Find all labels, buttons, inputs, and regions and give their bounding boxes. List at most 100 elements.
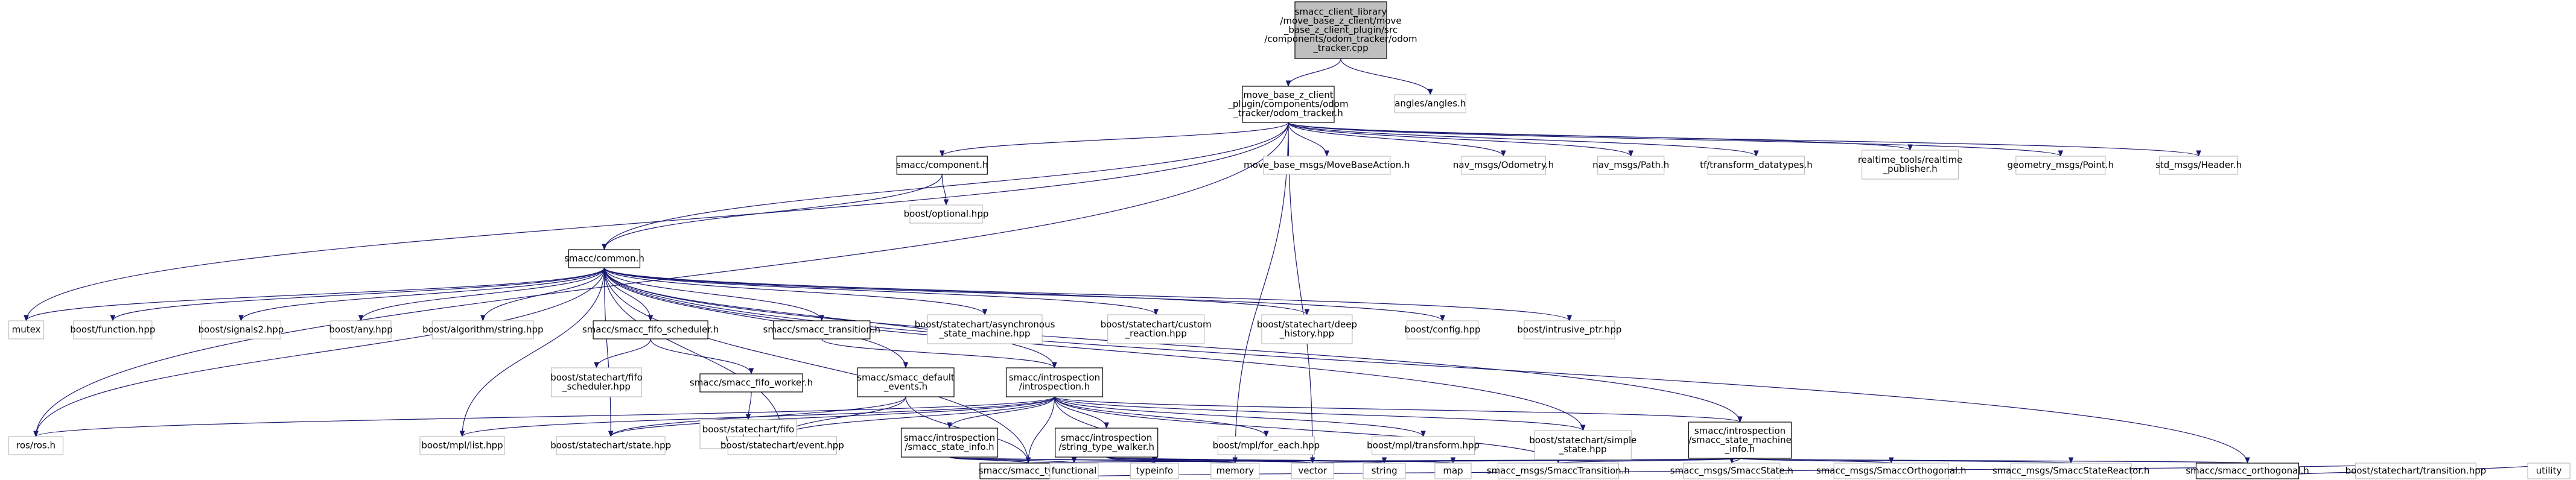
node-smacc_orthogonal_h[interactable]: smacc/smacc_orthogonal.h (2186, 463, 2309, 479)
edge-smacc_common_h-to-boost_any (358, 267, 605, 322)
edge-odom_tracker_h-to-memory (1232, 122, 1289, 464)
node-label-line: smacc/smacc_default (857, 372, 955, 384)
node-statechart_state: boost/statechart/state.hpp (550, 436, 671, 455)
edge-odom_tracker_h-to-smacc_component_h (940, 122, 1289, 157)
node-label-line: realtime_tools/realtime (1858, 154, 1962, 166)
node-box (1683, 463, 1781, 479)
node-nav_path_h: nav_msgs/Path.h (1592, 156, 1669, 175)
node-smacc_common_h[interactable]: smacc/common.h (564, 249, 644, 268)
node-box (1291, 463, 1334, 479)
node-label-line: smacc/smacc_transition.h (763, 324, 881, 336)
node-label-line: _history.hpp (1279, 328, 1334, 339)
node-geometry_point_h: geometry_msgs/Point.h (2008, 156, 2114, 175)
edge-odom_tracker_h-to-nav_path_h (1288, 122, 1633, 157)
node-odom_tracker_h[interactable]: move_base_z_client_plugin/components/odo… (1227, 86, 1349, 123)
node-state_info_h[interactable]: smacc/introspection/smacc_state_info.h (900, 428, 999, 458)
node-label-line: boost/statechart/deep (1257, 319, 1357, 330)
node-label-line: _state.hpp (1559, 444, 1607, 455)
node-box (73, 320, 153, 339)
node-functional: functional (1049, 463, 1099, 479)
edge-smacc_common_h-to-mpl_list (459, 267, 605, 438)
node-label-line: smacc/introspection (904, 432, 995, 443)
edge-introspection_h-to-mpl_transform (1054, 396, 1426, 438)
node-label-line: /smacc_state_machine (1688, 435, 1792, 446)
node-smacc_transition_h[interactable]: smacc/smacc_transition.h (763, 320, 881, 339)
edge-smacc_component_h-to-smacc_common_h (602, 174, 943, 251)
node-box (1862, 150, 1959, 180)
node-statechart_fifo_scheduler: boost/statechart/fifo_scheduler.hpp (550, 367, 643, 397)
node-introspection_h[interactable]: smacc/introspection/introspection.h (1005, 367, 1104, 397)
node-label-line: boost/statechart/transition.hpp (2345, 466, 2486, 476)
node-box (857, 367, 955, 397)
node-box (1294, 1, 1387, 59)
nodes-layer: smacc_client_library/move_base_z_client/… (8, 1, 2571, 479)
node-label-line: tf/transform_datatypes.h (1700, 160, 1813, 171)
node-label-line: smacc/introspection (1061, 432, 1152, 443)
node-box (1363, 463, 1406, 479)
node-fifo_worker_h[interactable]: smacc/smacc_fifo_worker.h (690, 373, 813, 393)
node-box (8, 320, 45, 339)
node-mpl_transform: boost/mpl/transform.hpp (1367, 436, 1480, 455)
node-realtime_pub_h: realtime_tools/realtime_publisher.h (1858, 150, 1962, 180)
node-label-line: boost/statechart/fifo (702, 424, 795, 435)
node-box (550, 367, 643, 397)
node-label-line: _scheduler.hpp (562, 381, 631, 393)
node-label-line: boost/signals2.hpp (199, 324, 284, 335)
node-label-line: nav_msgs/Path.h (1592, 160, 1669, 171)
node-label-line: _base_z_client_plugin/src (1283, 25, 1398, 36)
node-label-line: boost/optional.hpp (904, 209, 989, 219)
node-smacc_component_h[interactable]: smacc/component.h (896, 156, 988, 175)
node-label-line: _info.h (1725, 444, 1755, 455)
node-string_type_walker_h[interactable]: smacc/introspection/string_type_walker.h (1055, 428, 1159, 458)
node-box (1434, 463, 1472, 479)
node-box (1005, 367, 1104, 397)
edge-root-to-angles_h (1340, 58, 1433, 96)
node-label-line: boost/statechart/state.hpp (550, 440, 671, 451)
edge-smacc_common_h-to-fifo_scheduler_h (603, 267, 654, 322)
node-box (330, 320, 392, 339)
node-vector: vector (1291, 463, 1334, 479)
edge-smacc_common_h-to-async_sm (603, 267, 988, 316)
node-box (1242, 86, 1335, 123)
node-label-line: boost/statechart/event.hpp (720, 440, 844, 451)
edge-odom_tracker_h-to-mbf_action_h (1288, 122, 1330, 157)
node-label-line: boost/algorithm/string.hpp (422, 324, 543, 335)
edge-smacc_common_h-to-statechart_event (603, 267, 785, 438)
node-nav_odometry_h: nav_msgs/Odometry.h (1453, 156, 1554, 175)
node-label-line: _events.h (883, 381, 927, 393)
edge-odom_tracker_h-to-mutex (24, 122, 1289, 322)
node-mbf_action_h: move_base_msgs/MoveBaseAction.h (1244, 156, 1410, 175)
node-label-line: boost/mpl/for_each.hpp (1213, 440, 1320, 452)
edge-smacc_transition_h-to-introspection_h (821, 338, 1057, 369)
node-label-line: typeinfo (1136, 466, 1174, 476)
node-root: smacc_client_library/move_base_z_client/… (1264, 1, 1417, 59)
edge-introspection_h-to-mpl_list (459, 396, 1055, 438)
node-label-line: ros/ros.h (16, 440, 56, 451)
edge-smacc_common_h-to-sm_info_h (603, 267, 1743, 423)
node-box (1130, 463, 1180, 479)
node-label-line: nav_msgs/Odometry.h (1453, 160, 1554, 171)
node-box (2015, 156, 2106, 175)
node-label-line: string (1372, 466, 1398, 476)
edge-root-to-odom_tracker_h (1285, 58, 1341, 87)
node-label-line: _reaction.hpp (1125, 328, 1187, 339)
edge-introspection_h-to-msg_transition (1054, 396, 1561, 464)
edge-smacc_common_h-to-boost_signals2 (238, 267, 605, 322)
node-label-line: smacc/smacc_fifo_scheduler.h (582, 324, 719, 336)
node-custom_reaction: boost/statechart/custom_reaction.hpp (1101, 314, 1212, 344)
edge-smacc_component_h-to-boost_optional (941, 174, 949, 206)
node-box (1210, 463, 1260, 479)
edge-smacc_common_h-to-deep_history (603, 267, 1309, 316)
node-label-line: boost/intrusive_ptr.hpp (1517, 324, 1621, 336)
node-sm_info_h[interactable]: smacc/introspection/smacc_state_machine_… (1688, 422, 1792, 459)
node-fifo_scheduler_h[interactable]: smacc/smacc_fifo_scheduler.h (582, 320, 719, 339)
node-label-line: _tracker/odom_tracker.h (1233, 108, 1343, 119)
node-default_events_h[interactable]: smacc/smacc_default_events.h (857, 367, 955, 397)
node-label-line: smacc_msgs/SmaccTransition.h (1487, 466, 1630, 477)
node-box (200, 320, 282, 339)
node-label-line: boost/function.hpp (70, 324, 155, 335)
node-map: map (1434, 463, 1472, 479)
node-box (773, 320, 871, 339)
node-label-line: _state_machine.hpp (939, 328, 1031, 339)
